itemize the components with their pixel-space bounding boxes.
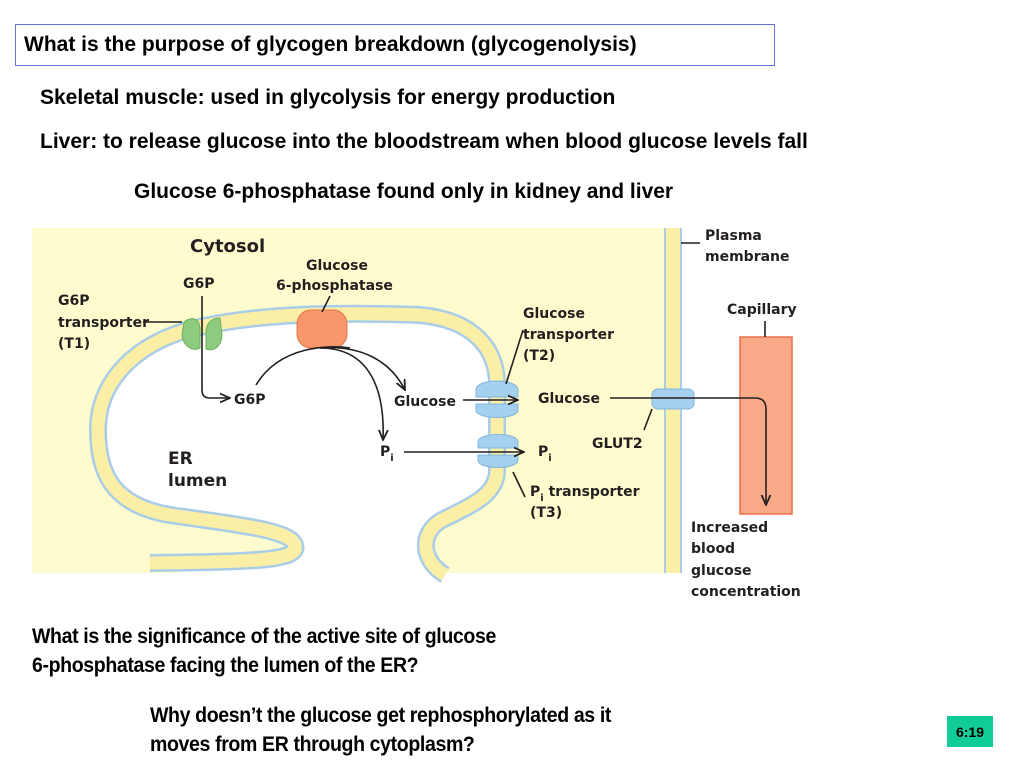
label-plasma-2: membrane (705, 249, 790, 265)
label-g6p-transporter-1: G6P (58, 293, 90, 309)
point-glucose-6-phosphatase: Glucose 6-phosphatase found only in kidn… (134, 180, 674, 203)
label-t2-1: Glucose (523, 306, 585, 322)
label-glut2: GLUT2 (592, 436, 643, 452)
label-g6p-transporter-3: (T1) (58, 336, 90, 352)
question-1-line-2: 6-phosphatase facing the lumen of the ER… (32, 654, 419, 677)
label-phosphatase-2: 6-phosphatase (276, 278, 393, 294)
arrow-g6p-into-er (201, 296, 230, 398)
arrow-g6p-to-enzyme (255, 346, 351, 386)
label-t2-3: (T2) (523, 348, 555, 364)
label-t3-1: Pi transporter (530, 484, 640, 504)
label-capillary: Capillary (727, 302, 797, 318)
label-er-2: lumen (168, 471, 227, 491)
label-outcome-3: glucose (691, 563, 752, 579)
title-box (15, 24, 775, 66)
leader-t2 (505, 329, 524, 385)
slide-title: What is the purpose of glycogen breakdow… (24, 33, 637, 56)
timestamp-badge: 6:19 (947, 716, 993, 747)
label-plasma-1: Plasma (705, 228, 762, 244)
label-t2-2: transporter (523, 327, 614, 343)
leader-t3 (512, 471, 526, 498)
label-glucose-lumen: Glucose (394, 394, 456, 410)
label-glucose-cytosol: Glucose (538, 391, 600, 407)
question-1-line-1: What is the significance of the active s… (32, 625, 496, 648)
glucose-6-phosphatase-enzyme (296, 309, 348, 349)
question-2-line-1: Why doesn’t the glucose get rephosphoryl… (150, 704, 612, 727)
leader-phosphatase (321, 295, 331, 313)
glucose-transporter-t2 (475, 380, 519, 418)
label-cytosol: Cytosol (190, 236, 265, 257)
glycogenolysis-diagram: Cytosol G6P G6P transporter (T1) Glucose… (32, 228, 801, 600)
pathway-arrows (143, 242, 766, 505)
label-pi-lumen: Pi (380, 444, 394, 464)
label-outcome-2: blood (691, 541, 735, 557)
g6p-transporter-t1 (181, 317, 223, 351)
pi-transporter-t3 (477, 434, 519, 468)
label-g6p-lumen: G6P (234, 392, 266, 408)
label-outcome-4: concentration (691, 584, 801, 600)
point-liver: Liver: to release glucose into the blood… (40, 130, 808, 153)
label-g6p-cytosol: G6P (183, 276, 215, 292)
label-er-1: ER (168, 449, 193, 469)
arrow-glucose-to-blood (610, 397, 766, 505)
leader-glut2 (643, 408, 653, 431)
label-pi-cytosol: Pi (538, 444, 552, 464)
label-phosphatase-1: Glucose (306, 258, 368, 274)
glut2-transporter (651, 388, 695, 410)
label-outcome-1: Increased (691, 520, 768, 536)
arrow-enzyme-to-glucose (319, 346, 405, 390)
label-g6p-transporter-2: transporter (58, 315, 149, 331)
point-skeletal-muscle: Skeletal muscle: used in glycolysis for … (40, 86, 616, 109)
arrow-enzyme-to-pi (319, 347, 383, 440)
label-t3-2: (T3) (530, 505, 562, 521)
question-2-line-2: moves from ER through cytoplasm? (150, 733, 475, 756)
